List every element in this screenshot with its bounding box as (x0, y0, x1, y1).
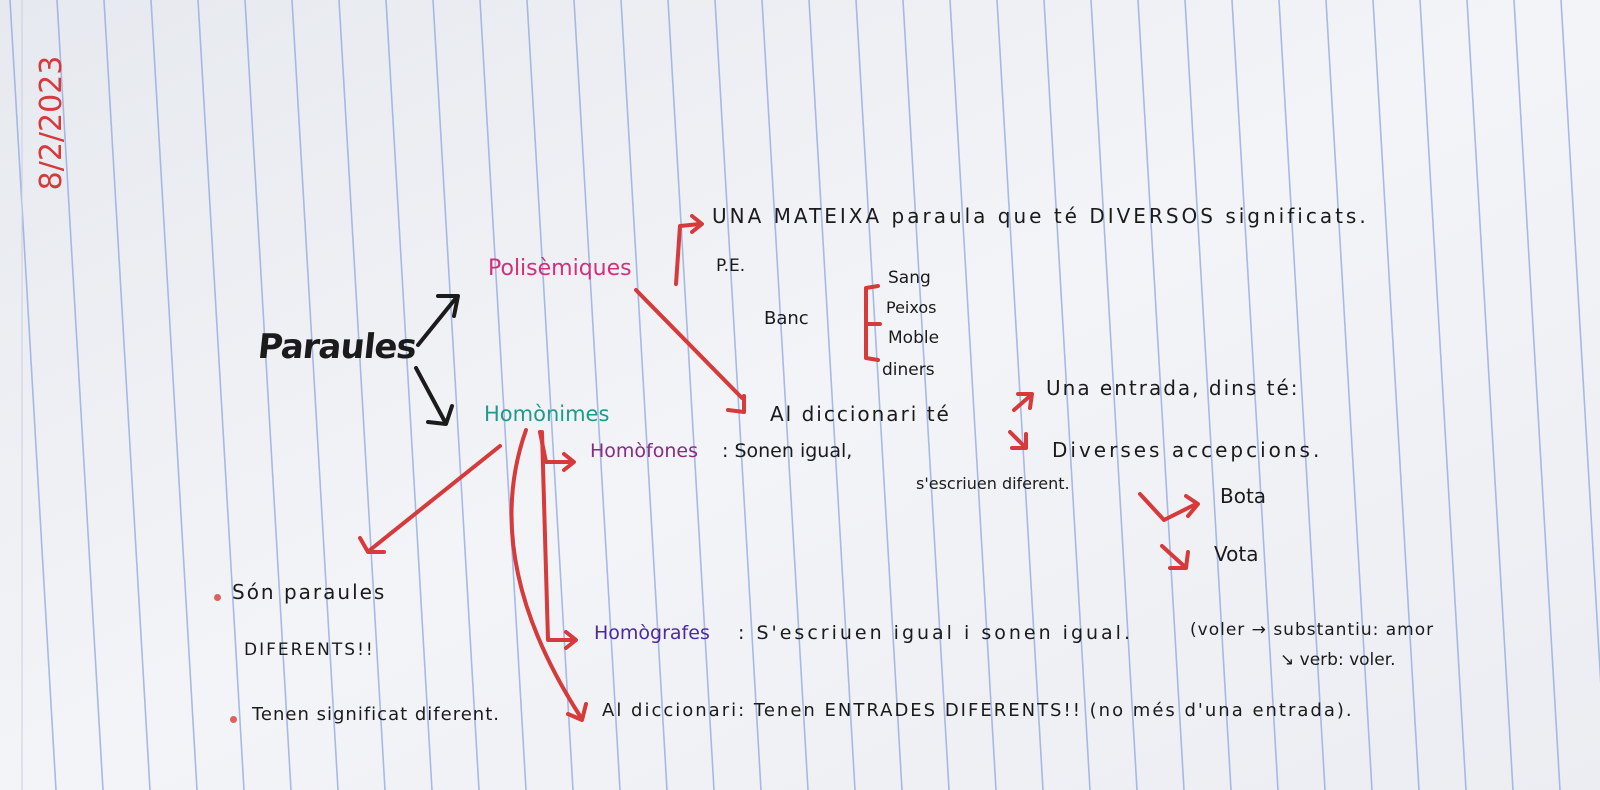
ruled-line (432, 0, 480, 790)
ruled-line (9, 0, 57, 790)
page-title: Paraules (255, 327, 418, 367)
ruled-line (1043, 0, 1091, 790)
ruled-line (150, 0, 198, 790)
homofones-text2: s'escriuen diferent. (916, 474, 1070, 493)
ruled-line (197, 0, 245, 790)
bullet-dot (214, 594, 221, 601)
homofones-example: Bota (1220, 484, 1267, 508)
ruled-line (1184, 0, 1232, 790)
bullet-text: Són paraules (232, 580, 387, 604)
ruled-line (1560, 0, 1600, 684)
homografes-text: : S'escriuen igual i sonen igual. (738, 622, 1134, 644)
ruled-line (761, 0, 809, 790)
diccionari-accepcions: Diverses accepcions. (1052, 438, 1323, 462)
ruled-line (1278, 0, 1326, 790)
bullet-text: Tenen significat diferent. (252, 704, 500, 725)
ruled-lines (9, 0, 1600, 790)
bullet-text: DIFERENTS!! (244, 640, 375, 660)
ruled-line (808, 0, 856, 790)
ruled-line (56, 0, 104, 790)
example-word: Banc (764, 308, 809, 329)
ruled-line (667, 0, 715, 790)
homografes-label: Homògrafes (594, 622, 710, 644)
homonimes-diccionari: Al diccionari: Tenen ENTRADES DIFERENTS!… (602, 700, 1354, 721)
homofones-example: Vota (1214, 542, 1259, 566)
arrows-paraules (414, 294, 460, 426)
date-label: 8/2/2023 (34, 55, 69, 191)
ruled-line (338, 0, 386, 790)
diccionari-intro: Al diccionari té (770, 402, 951, 426)
ruled-line (902, 0, 950, 790)
homonimes-label: Homònimes (484, 402, 610, 426)
ruled-line (1090, 0, 1138, 790)
ruled-line (855, 0, 903, 790)
homofones-text: : Sonen igual, (722, 440, 853, 462)
example-meaning: diners (882, 360, 935, 380)
ruled-line (244, 0, 292, 790)
homografes-example: ↘ verb: voler. (1280, 650, 1396, 670)
ruled-line (1419, 0, 1467, 790)
bullet-dot (230, 716, 237, 723)
ruled-line (526, 0, 574, 790)
example-meaning: Moble (888, 328, 940, 348)
ruled-line (1137, 0, 1185, 790)
red-arrows (358, 214, 1200, 722)
ruled-line (1513, 0, 1561, 790)
ruled-line (1372, 0, 1420, 790)
example-meaning: Peixos (886, 298, 937, 317)
homografes-example: (voler → substantiu: amor (1190, 620, 1435, 640)
ruled-line (1325, 0, 1373, 790)
ruled-line (385, 0, 433, 790)
homofones-label: Homòfones (590, 440, 698, 462)
ruled-line (1231, 0, 1279, 790)
ruled-line (620, 0, 668, 790)
polisemiques-label: Polisèmiques (488, 256, 632, 281)
example-meaning: Sang (888, 268, 931, 288)
ruled-line (1466, 0, 1514, 790)
ruled-line (103, 0, 151, 790)
ruled-line (573, 0, 621, 790)
ruled-line (479, 0, 527, 790)
polisemiques-definition: UNA MATEIXA paraula que té DIVERSOS sign… (712, 204, 1369, 228)
ruled-line (291, 0, 339, 790)
ruled-line (949, 0, 997, 790)
example-prefix: P.E. (716, 256, 746, 276)
diccionari-entrada: Una entrada, dins té: (1046, 376, 1300, 400)
